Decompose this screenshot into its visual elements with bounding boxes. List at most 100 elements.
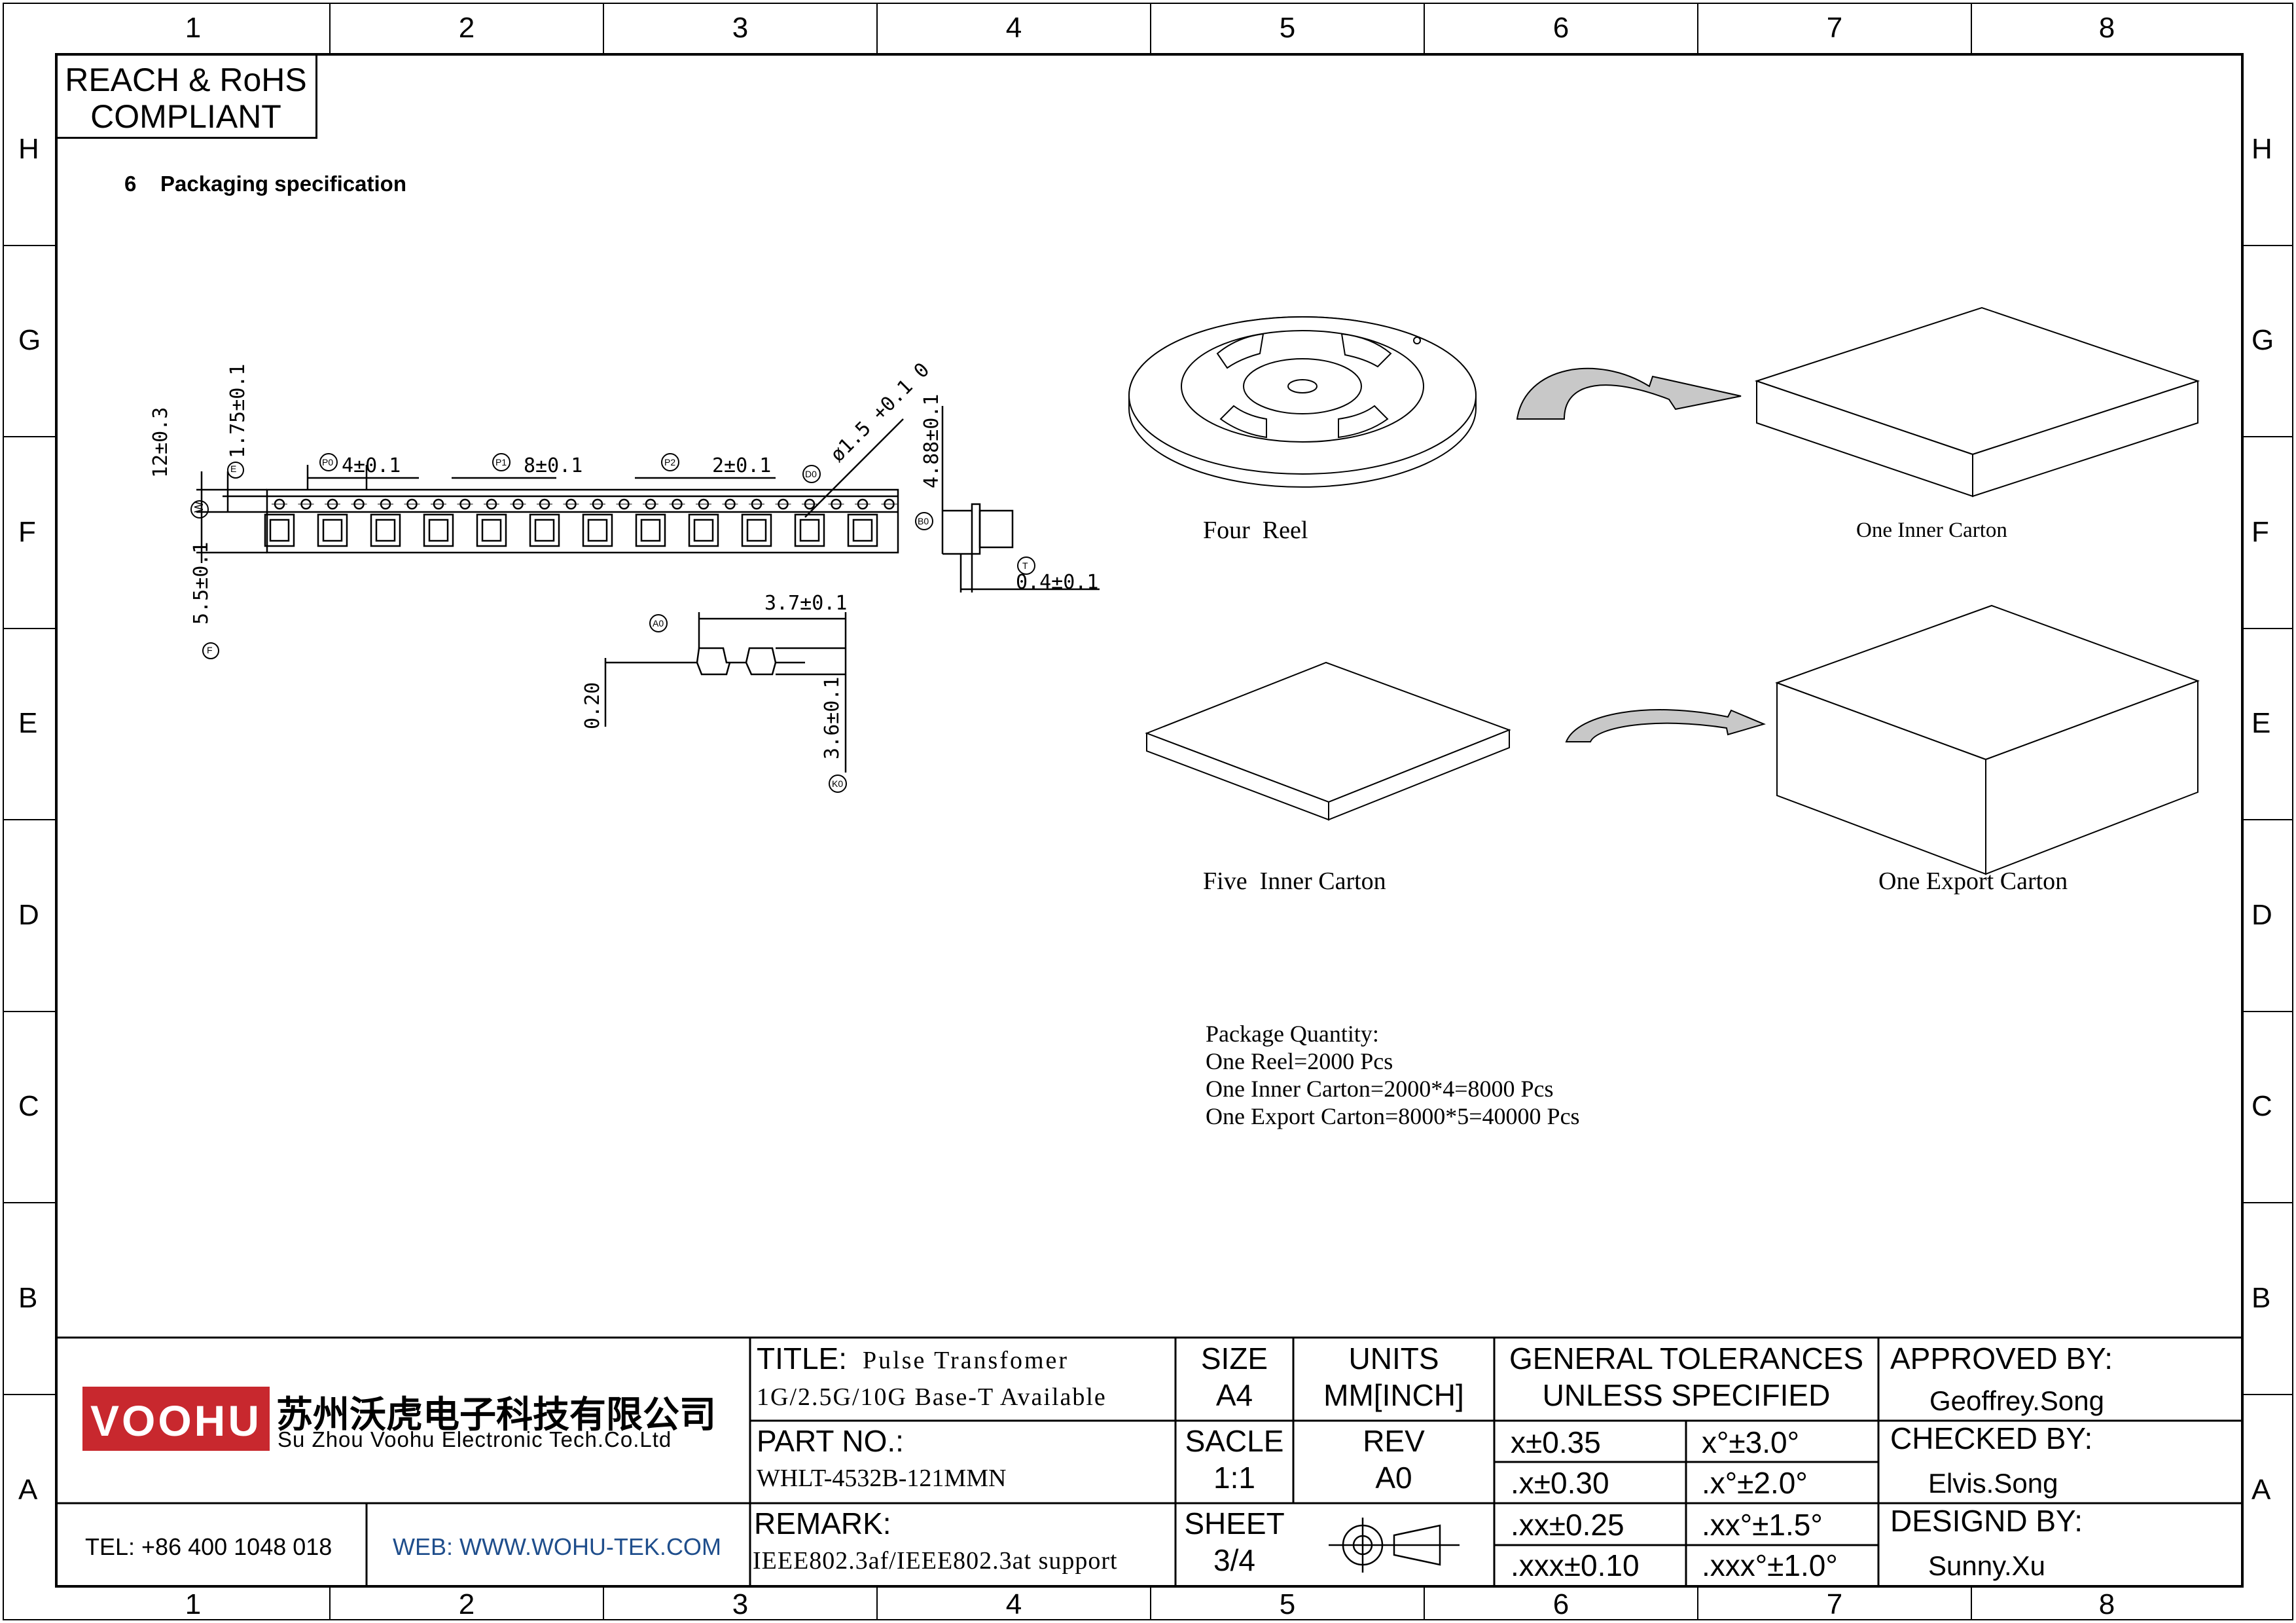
zone-row-label: G	[18, 324, 41, 356]
tol-r0c1: x°±3.0°	[1702, 1425, 1799, 1459]
marker-k0: K0	[832, 778, 844, 789]
marker-p1: P1	[495, 457, 507, 467]
company-logo: VOOHU	[82, 1387, 270, 1451]
tape-pocket	[529, 513, 560, 547]
quantity-line1: One Reel=2000 Pcs	[1206, 1048, 1393, 1074]
zone-row-label: F	[2251, 515, 2269, 548]
compliance-line1: REACH & RoHS	[65, 62, 307, 98]
zone-column-label: 7	[1826, 12, 1843, 44]
zone-column-label: 4	[1005, 1588, 1022, 1620]
dim-t: 0.4±0.1	[1016, 571, 1099, 594]
units-label: UNITS	[1348, 1341, 1439, 1376]
scale-value: 1:1	[1213, 1461, 1255, 1495]
tol-r0c0: x±0.35	[1511, 1425, 1601, 1459]
zone-row-label: H	[18, 133, 39, 165]
checked-label: CHECKED BY:	[1890, 1421, 2093, 1455]
designed-value: Sunny.Xu	[1928, 1550, 2046, 1581]
zone-column-label: 6	[1552, 1588, 1570, 1620]
units-value: MM[INCH]	[1323, 1378, 1464, 1412]
size-value: A4	[1215, 1378, 1253, 1412]
marker-b0: B0	[918, 516, 929, 526]
arrow-icon-2	[1565, 709, 1766, 742]
tape-pocket	[423, 513, 454, 547]
tel: TEL: +86 400 1048 018	[85, 1533, 332, 1560]
part-label: PART NO.:	[757, 1424, 904, 1458]
carrier-tape-drawing	[190, 406, 1100, 793]
scale-label: SACLE	[1185, 1424, 1284, 1458]
zone-column-label: 8	[2098, 12, 2115, 44]
dim-p2: 2±0.1	[712, 454, 772, 477]
quantity-line2: One Inner Carton=2000*4=8000 Pcs	[1206, 1076, 1554, 1102]
tape-pocket	[370, 513, 401, 547]
zone-column-label: 6	[1552, 12, 1570, 44]
label-four-reel: Four Reel	[1203, 517, 1308, 544]
tol-r3c1: .xxx°±1.0°	[1702, 1548, 1838, 1582]
zone-column-label: 2	[458, 1588, 475, 1620]
tape-pocket	[582, 513, 613, 547]
title-sub: 1G/2.5G/10G Base-T Available	[757, 1383, 1107, 1411]
zone-column-label: 4	[1005, 12, 1022, 44]
quantity-heading: Package Quantity:	[1206, 1021, 1379, 1047]
zone-column-label: 8	[2098, 1588, 2115, 1620]
zone-row-label: A	[18, 1473, 38, 1506]
marker-a0: A0	[653, 618, 664, 629]
tolerance-heading2: UNLESS SPECIFIED	[1542, 1378, 1831, 1412]
label-five-inner-carton: Five Inner Carton	[1203, 867, 1386, 895]
tape-pocket	[847, 513, 878, 547]
tol-r1c1: .x°±2.0°	[1702, 1466, 1808, 1500]
title-label: TITLE:	[757, 1341, 848, 1376]
zone-row-label: E	[18, 707, 38, 739]
sheet-label: SHEET	[1184, 1506, 1285, 1541]
company-name-en: Su Zhou Voohu Electronic Tech.Co.Ltd	[278, 1427, 672, 1451]
zone-row-label: B	[2251, 1281, 2271, 1314]
dim-p0: 4±0.1	[342, 454, 401, 477]
zone-row-label: C	[18, 1090, 39, 1122]
tape-pocket	[476, 513, 507, 547]
designed-label: DESIGND BY:	[1890, 1504, 2083, 1538]
tol-r2c1: .xx°±1.5°	[1702, 1508, 1823, 1542]
zone-row-label: H	[2251, 133, 2272, 165]
zone-column-label: 2	[458, 12, 475, 44]
compliance-box: REACH & RoHS COMPLIANT	[56, 54, 317, 139]
marker-f: F	[207, 645, 213, 655]
zone-row-label: E	[2251, 707, 2271, 739]
compliance-line2: COMPLIANT	[90, 98, 281, 135]
tape-pocket	[317, 513, 348, 547]
zone-row-label: D	[2251, 898, 2272, 931]
zone-column-label: 5	[1279, 1588, 1296, 1620]
zone-row-label: B	[18, 1281, 38, 1314]
marker-p2: P2	[664, 457, 676, 467]
web: WEB: WWW.WOHU-TEK.COM	[393, 1533, 721, 1560]
label-one-inner-carton: One Inner Carton	[1856, 519, 2007, 542]
zone-column-label: 3	[732, 1588, 749, 1620]
remark-value: IEEE802.3af/IEEE802.3at support	[753, 1547, 1118, 1575]
logo-text: VOOHU	[90, 1396, 262, 1445]
label-one-export-carton: One Export Carton	[1878, 867, 2068, 895]
zone-row-label: A	[2251, 1473, 2271, 1506]
approved-value: Geoffrey.Song	[1929, 1385, 2104, 1416]
rev-value: A0	[1375, 1461, 1412, 1495]
tol-r3c0: .xxx±0.10	[1511, 1548, 1640, 1582]
zone-row-label: C	[2251, 1090, 2272, 1122]
checked-value: Elvis.Song	[1928, 1468, 2058, 1499]
zone-column-label: 7	[1826, 1588, 1843, 1620]
packaging-illustrations	[1128, 306, 2200, 875]
title-value: Pulse Transfomer	[863, 1347, 1069, 1374]
tol-r1c0: .x±0.30	[1511, 1466, 1609, 1500]
arrow-icon	[1516, 367, 1742, 420]
projection-symbol	[1329, 1518, 1460, 1573]
tape-pocket	[635, 513, 666, 547]
tape-pocket	[688, 513, 719, 547]
dim-p1: 8±0.1	[524, 454, 583, 477]
remark-label: REMARK:	[754, 1506, 891, 1541]
zone-column-label: 3	[732, 12, 749, 44]
section-title: 6 Packaging specification	[124, 172, 406, 196]
marker-e: E	[230, 464, 237, 474]
rev-label: REV	[1363, 1424, 1425, 1458]
size-label: SIZE	[1200, 1341, 1268, 1376]
company-name-cn: 苏州沃虎电子科技有限公司	[276, 1394, 716, 1435]
zone-column-label: 1	[185, 1588, 202, 1620]
marker-p0: P0	[322, 457, 334, 467]
